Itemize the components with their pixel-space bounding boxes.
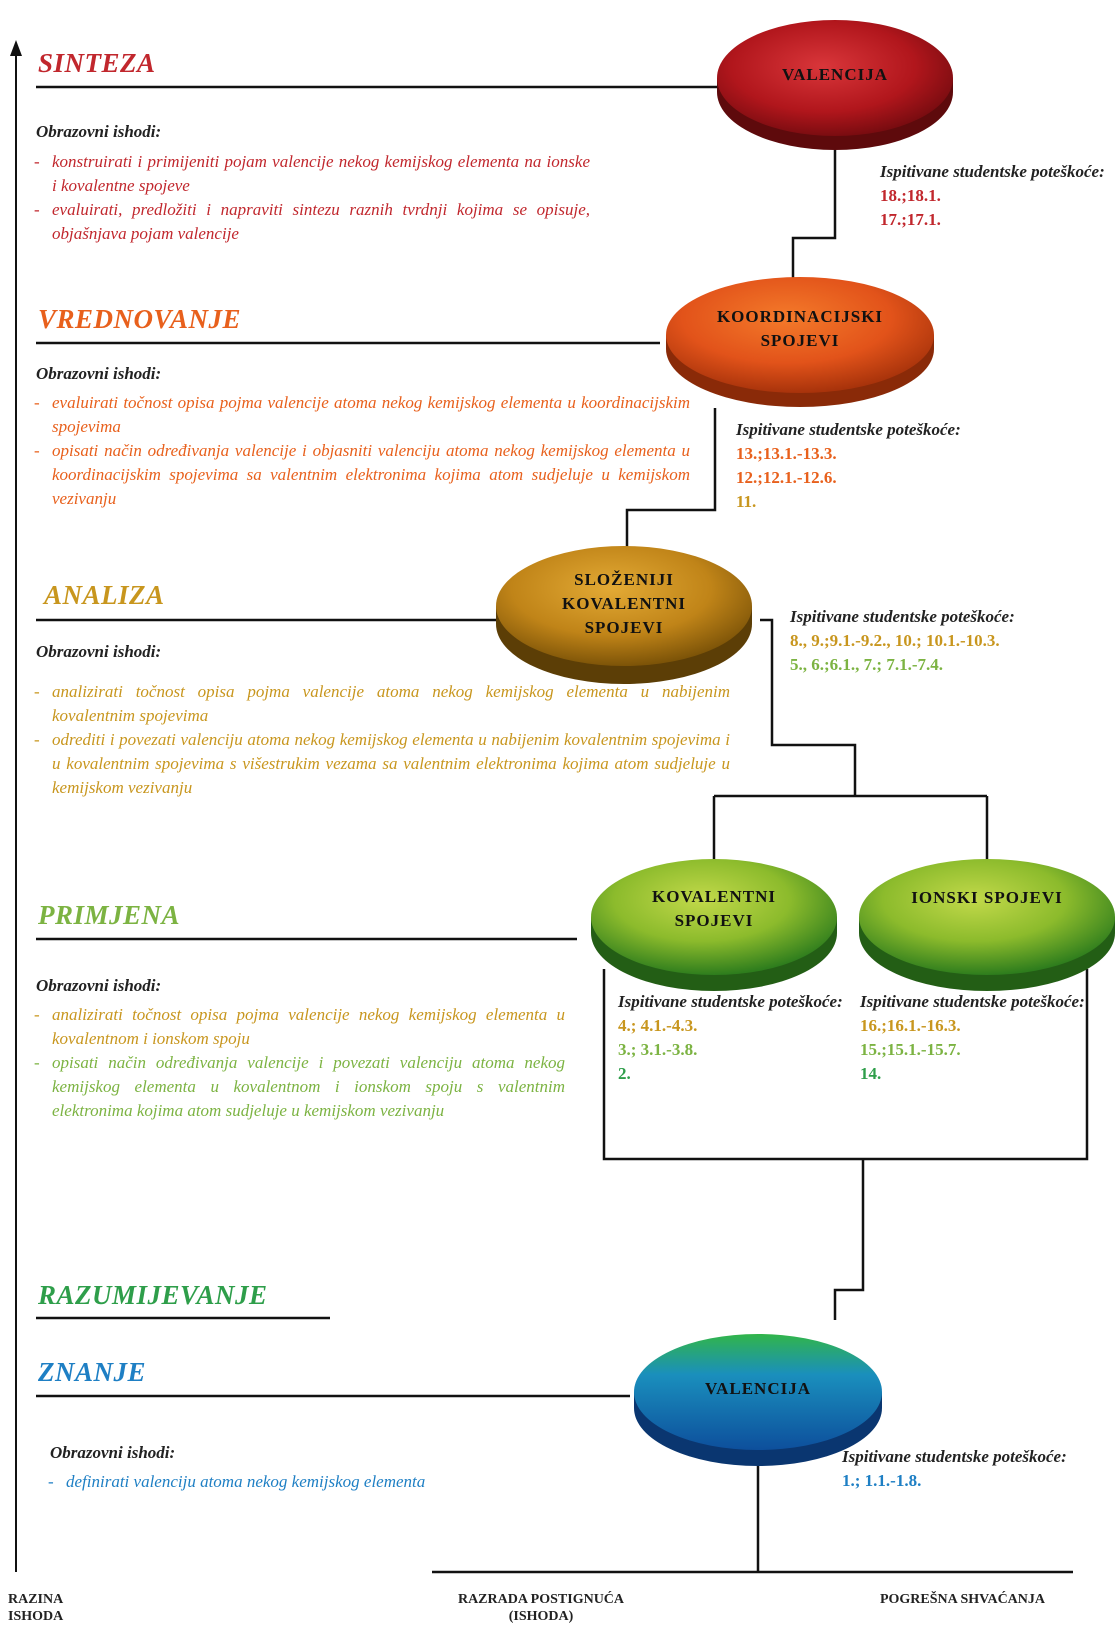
- difficulty-item: 13.;13.1.-13.3.: [736, 444, 837, 463]
- outcome-item: analizirati točnost opisa pojma valencij…: [30, 1003, 565, 1051]
- difficulty-item: 8., 9.;9.1.-9.2., 10.; 10.1.-10.3.: [790, 631, 1000, 650]
- outcome-item: konstruirati i primijeniti pojam valenci…: [30, 150, 590, 198]
- level-primjena: PRIMJENA: [38, 900, 181, 930]
- outcome-item: opisati način određivanja valencije i po…: [30, 1051, 565, 1123]
- difficulty-item: 12.;12.1.-12.6.: [736, 468, 837, 487]
- node-valencija-bottom-disc: [634, 1334, 882, 1466]
- x-axis-label: RAZRADA POSTIGNUĆA (ISHODA): [457, 1592, 625, 1624]
- outcomes-title-vrednovanje: Obrazovni ishodi:: [36, 364, 162, 383]
- difficulties-sinteza: Ispitivane studentske poteškoće: 18.;18.…: [880, 160, 1105, 232]
- difficulty-item: 2.: [618, 1064, 631, 1083]
- outcomes-title-znanje: Obrazovni ishodi:: [50, 1443, 176, 1462]
- x-axis-right-label: POGREŠNA SHVAĆANJA: [879, 1592, 1046, 1607]
- node-slozeniji-disc: [496, 546, 752, 684]
- node-label: KOVALENTNI: [652, 887, 776, 906]
- node-label: SPOJEVI: [674, 911, 754, 930]
- node-label: VALENCIJA: [782, 65, 888, 84]
- y-axis-label: RAZINA ISHODA: [8, 1592, 64, 1624]
- difficulties-title: Ispitivane studentske poteškoće:: [860, 992, 1085, 1011]
- node-label: SPOJEVI: [584, 618, 664, 637]
- outcomes-list-vrednovanje: evaluirati točnost opisa pojma valencije…: [30, 391, 690, 511]
- node-label: SLOŽENIJI: [574, 570, 674, 589]
- outcome-item: analizirati točnost opisa pojma valencij…: [30, 680, 730, 728]
- difficulties-kovalentni: Ispitivane studentske poteškoće: 4.; 4.1…: [618, 990, 843, 1086]
- level-analiza: ANALIZA: [44, 580, 165, 610]
- node-kovalentni-disc: [591, 859, 837, 991]
- level-vrednovanje: VREDNOVANJE: [38, 304, 242, 334]
- node-label: SPOJEVI: [760, 331, 840, 350]
- difficulty-item: 18.;18.1.: [880, 186, 941, 205]
- node-label: VALENCIJA: [705, 1379, 811, 1398]
- outcomes-list-primjena: analizirati točnost opisa pojma valencij…: [30, 1003, 565, 1123]
- difficulties-ionski: Ispitivane studentske poteškoće: 16.;16.…: [860, 990, 1085, 1086]
- node-valencija-top-disc: [717, 20, 953, 150]
- difficulties-title: Ispitivane studentske poteškoće:: [790, 607, 1015, 626]
- level-razumijevanje: RAZUMIJEVANJE: [38, 1280, 268, 1310]
- difficulties-vrednovanje: Ispitivane studentske poteškoće: 13.;13.…: [736, 418, 1096, 514]
- outcomes-list-sinteza: konstruirati i primijeniti pojam valenci…: [30, 150, 590, 246]
- difficulties-title: Ispitivane studentske poteškoće:: [842, 1447, 1067, 1466]
- outcomes-title-primjena: Obrazovni ishodi:: [36, 976, 162, 995]
- difficulties-znanje: Ispitivane studentske poteškoće: 1.; 1.1…: [842, 1445, 1067, 1493]
- node-ionski-disc: [859, 859, 1115, 991]
- level-znanje: ZNANJE: [38, 1357, 147, 1387]
- difficulty-item: 5., 6.;6.1., 7.; 7.1.-7.4.: [790, 655, 943, 674]
- node-label: KOORDINACIJSKI: [716, 307, 884, 326]
- node-koordinacijski-disc: [666, 277, 934, 407]
- node-label: IONSKI SPOJEVI: [911, 888, 1063, 907]
- difficulty-item: 11.: [736, 492, 757, 511]
- outcome-item: evaluirati, predložiti i napraviti sinte…: [30, 198, 590, 246]
- difficulty-item: 1.; 1.1.-1.8.: [842, 1471, 922, 1490]
- outcomes-title-sinteza: Obrazovni ishodi:: [36, 122, 162, 141]
- outcomes-title-analiza: Obrazovni ishodi:: [36, 642, 162, 661]
- outcome-item: definirati valenciju atoma nekog kemijsk…: [44, 1470, 604, 1494]
- outcome-item: odrediti i povezati valenciju atoma neko…: [30, 728, 730, 800]
- difficulties-title: Ispitivane studentske poteškoće:: [880, 162, 1105, 181]
- difficulties-title: Ispitivane studentske poteškoće:: [736, 420, 961, 439]
- node-label: KOVALENTNI: [562, 594, 686, 613]
- outcome-item: opisati način određivanja valencije i ob…: [30, 439, 690, 511]
- level-sinteza: SINTEZA: [38, 48, 156, 78]
- outcomes-list-analiza: analizirati točnost opisa pojma valencij…: [30, 680, 730, 800]
- difficulties-title: Ispitivane studentske poteškoće:: [618, 992, 843, 1011]
- difficulties-analiza: Ispitivane studentske poteškoće: 8., 9.;…: [790, 605, 1115, 677]
- outcomes-list-znanje: definirati valenciju atoma nekog kemijsk…: [44, 1470, 604, 1494]
- difficulty-item: 14.: [860, 1064, 882, 1083]
- difficulty-item: 16.;16.1.-16.3.: [860, 1016, 961, 1035]
- difficulty-item: 17.;17.1.: [880, 210, 941, 229]
- difficulty-item: 15.;15.1.-15.7.: [860, 1040, 961, 1059]
- difficulty-item: 3.; 3.1.-3.8.: [618, 1040, 698, 1059]
- outcome-item: evaluirati točnost opisa pojma valencije…: [30, 391, 690, 439]
- difficulty-item: 4.; 4.1.-4.3.: [618, 1016, 698, 1035]
